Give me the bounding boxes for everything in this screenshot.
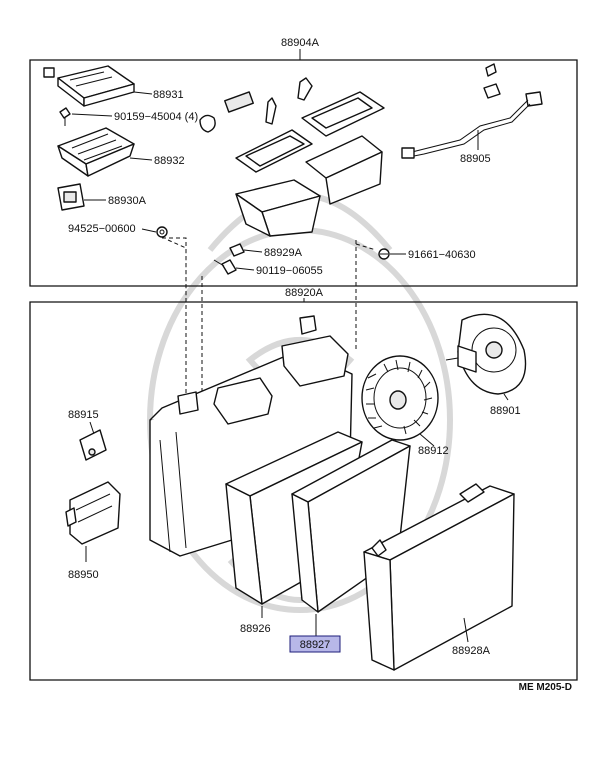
cover-88927[interactable] (291, 439, 411, 613)
label-90119[interactable]: 90119−06055 (256, 265, 323, 277)
label-88905[interactable]: 88905 (460, 153, 491, 165)
blower-motor-88901[interactable] (445, 313, 527, 395)
screw-90159[interactable] (59, 107, 71, 126)
label-88927[interactable]: 88927 (300, 639, 331, 651)
nut-94525[interactable] (156, 226, 168, 238)
label-90159[interactable]: 90159−45004 (4) (114, 111, 198, 123)
label-88904A[interactable]: 88904A (281, 37, 320, 49)
clip-icon (199, 114, 216, 133)
label-88950[interactable]: 88950 (68, 569, 99, 581)
switch-88930A[interactable] (57, 183, 85, 211)
heater-housing[interactable] (149, 315, 353, 557)
label-88926[interactable]: 88926 (240, 623, 271, 635)
screw-90119[interactable] (213, 259, 237, 275)
side-panel-88928A[interactable] (363, 483, 515, 671)
label-88920A[interactable]: 88920A (285, 287, 324, 299)
wire-harness-88905[interactable] (401, 63, 543, 159)
label-88931[interactable]: 88931 (153, 89, 184, 101)
upper-unit-box (29, 49, 578, 287)
resistor-88915[interactable] (79, 429, 107, 461)
label-88928A[interactable]: 88928A (452, 645, 491, 657)
damper-set[interactable] (224, 77, 385, 237)
label-91661[interactable]: 91661−40630 (408, 249, 476, 261)
lower-unit-box (29, 298, 578, 681)
panel-88932[interactable] (57, 127, 135, 177)
highlight-tag-88927[interactable] (289, 635, 341, 653)
label-88932[interactable]: 88932 (154, 155, 185, 167)
label-88915[interactable]: 88915 (68, 409, 99, 421)
blower-fan-88912[interactable] (361, 355, 439, 441)
label-88930A[interactable]: 88930A (108, 195, 147, 207)
diagram-code: ME M205-D (519, 682, 572, 693)
label-94525[interactable]: 94525−00600 (68, 223, 136, 235)
label-88912[interactable]: 88912 (418, 445, 449, 457)
bracket-88950[interactable] (65, 481, 121, 545)
label-88901[interactable]: 88901 (490, 405, 521, 417)
clip-88929A[interactable] (229, 243, 245, 257)
bolt-91661[interactable] (378, 248, 390, 260)
control-panel-88931[interactable] (43, 65, 135, 107)
label-88929A[interactable]: 88929A (264, 247, 303, 259)
